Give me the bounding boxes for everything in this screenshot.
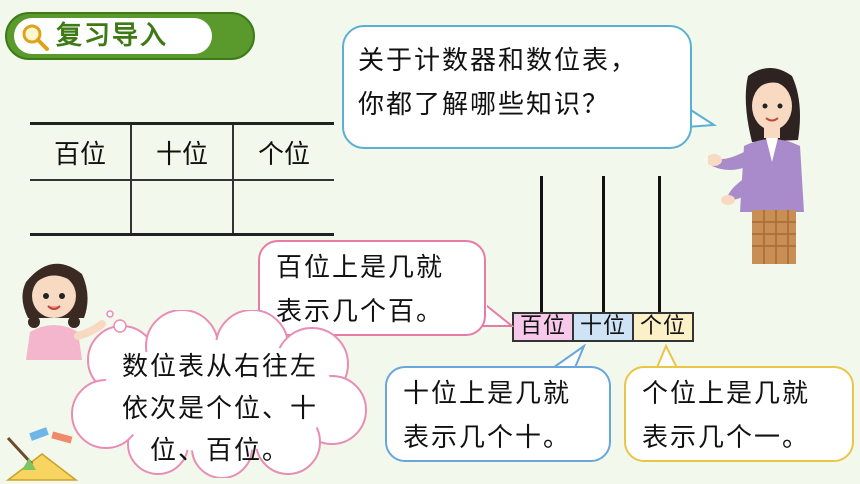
teacher-question-line2: 你都了解哪些知识？ [358, 90, 611, 120]
student-answer-line2: 依次是个位、十 [121, 394, 318, 424]
header-hundreds: 百位 [30, 123, 131, 181]
stationery-illustration [5, 427, 79, 481]
teacher-illustration [708, 68, 804, 264]
tens-bubble: 十位上是几就 表示几个十。 [385, 366, 611, 462]
cell-tens [130, 180, 233, 235]
ones-bubble-line2: 表示几个一。 [642, 423, 811, 453]
student-answer-text: 数位表从右往左 依次是个位、十 位、百位。 [90, 346, 350, 472]
place-value-table: 百位 十位 个位 [30, 122, 334, 236]
section-title: 复习导入 [56, 21, 169, 51]
student-cloud-bubble [71, 310, 367, 478]
hundreds-bubble: 百位上是几就 表示几个百。 [258, 240, 486, 336]
counter-label-ones: 个位 [632, 312, 694, 342]
counter-rod-ones [658, 176, 661, 316]
counter-rod-hundreds [540, 176, 543, 316]
cell-ones [232, 180, 334, 235]
header-tens: 十位 [130, 123, 233, 181]
hundreds-bubble-line2: 表示几个百。 [276, 297, 445, 327]
counter-rod-tens [602, 176, 605, 316]
cell-hundreds [30, 180, 131, 235]
search-icon [22, 24, 49, 51]
teacher-question-bubble: 关于计数器和数位表， 你都了解哪些知识？ [342, 25, 692, 149]
tens-bubble-line2: 表示几个十。 [403, 423, 572, 453]
student-girl-illustration [22, 263, 106, 360]
hundreds-bubble-line1: 百位上是几就 [276, 253, 445, 283]
counter-label-tens: 十位 [572, 312, 634, 342]
ones-bubble: 个位上是几就 表示几个一。 [624, 366, 854, 462]
table-row [30, 180, 334, 235]
teacher-question-line1: 关于计数器和数位表， [358, 46, 639, 76]
student-answer-line3: 位、百位。 [149, 436, 290, 466]
table-header-row: 百位 十位 个位 [30, 123, 334, 181]
student-answer-line1: 数位表从右往左 [121, 352, 318, 382]
header-ones: 个位 [232, 123, 334, 181]
ones-bubble-line1: 个位上是几就 [642, 379, 811, 409]
counter-label-hundreds: 百位 [512, 312, 574, 342]
tens-bubble-line1: 十位上是几就 [403, 379, 572, 409]
